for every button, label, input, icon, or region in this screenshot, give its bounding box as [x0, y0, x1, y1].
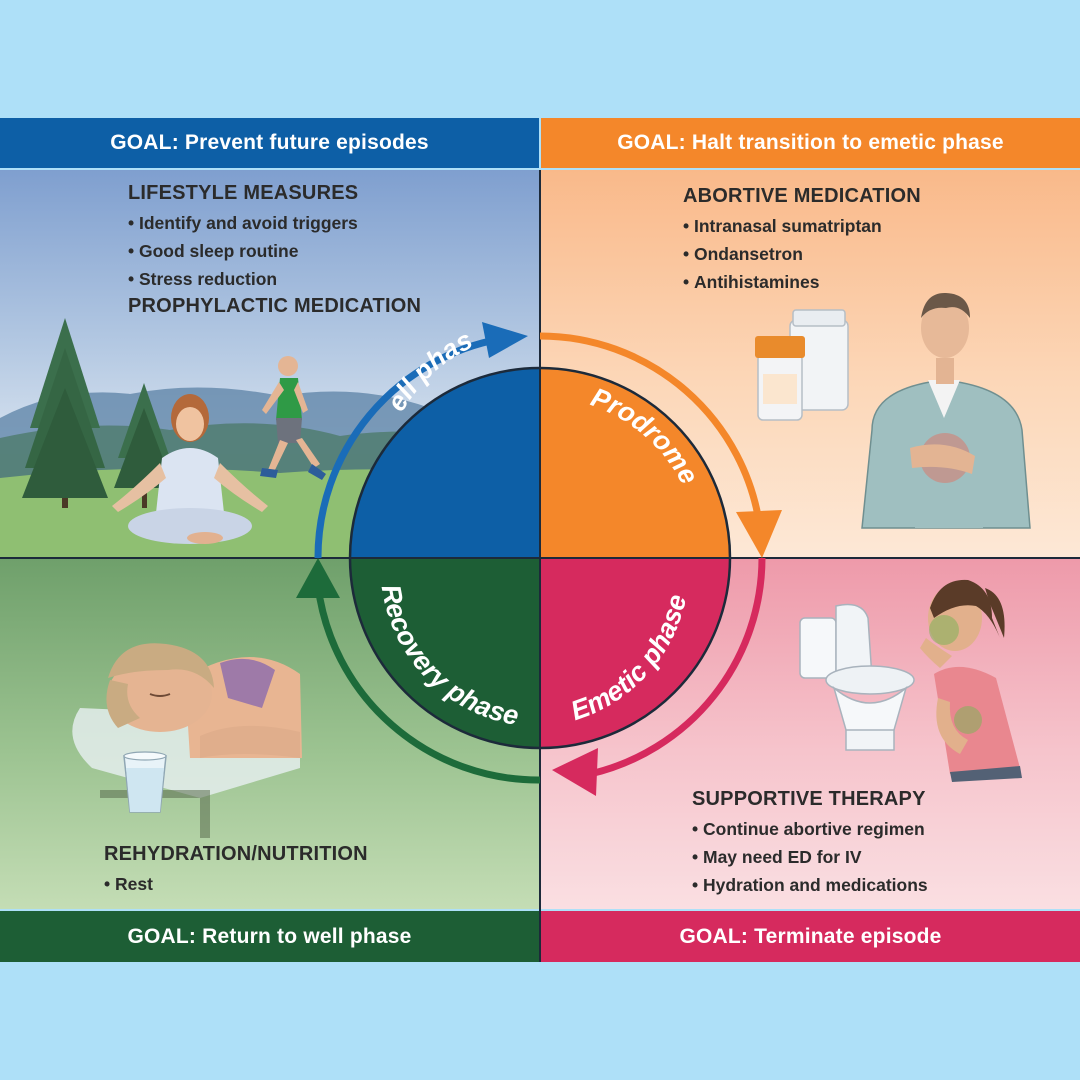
list-item: Stress reduction: [128, 265, 528, 293]
table-edge: [100, 790, 210, 838]
list-item: Antihistamines: [683, 268, 1063, 296]
prodrome-item-list: Intranasal sumatriptan Ondansetron Antih…: [683, 212, 1063, 296]
well-heading-prophylactic: PROPHYLACTIC MEDICATION: [128, 295, 422, 317]
list-item: Hydration and medications: [692, 871, 1072, 899]
list-item: May need ED for IV: [692, 843, 1072, 871]
list-item: Rest: [104, 870, 504, 898]
cycle-arrow-icon: [539, 332, 782, 558]
recovery-item-list: Rest: [104, 870, 504, 898]
vomiting-woman-icon: [920, 579, 1022, 782]
goal-bar-recovery: GOAL: Return to well phase: [0, 911, 539, 962]
cvs-phase-diagram: GOAL: Prevent future episodes GOAL: Halt…: [0, 118, 1080, 962]
list-item: Intranasal sumatriptan: [683, 212, 1063, 240]
walking-person-icon: [260, 356, 326, 480]
pine-tree-icon: [22, 318, 108, 508]
well-phase-label: Well phase: [0, 118, 477, 416]
well-panel-text: LIFESTYLE MEASURES Identify and avoid tr…: [128, 182, 528, 322]
prodrome-wedge: [540, 368, 730, 558]
well-phase-wedge: [350, 368, 540, 558]
phase-cycle: Well phase Prodrome Emetic phase Recover…: [0, 118, 1080, 962]
list-item: Good sleep routine: [128, 237, 528, 265]
goal-emetic-text: GOAL: Terminate episode: [679, 924, 942, 948]
recovery-heading: REHYDRATION/NUTRITION: [104, 843, 368, 865]
prodrome-panel-text: ABORTIVE MEDICATION Intranasal sumatript…: [683, 185, 1063, 296]
list-item: Identify and avoid triggers: [128, 209, 528, 237]
well-item-list: Identify and avoid triggers Good sleep r…: [128, 209, 528, 293]
goal-recovery-text: GOAL: Return to well phase: [127, 924, 412, 948]
meditation-figure-icon: [112, 394, 268, 544]
toilet-icon: [799, 603, 915, 751]
goal-bar-emetic: GOAL: Terminate episode: [541, 911, 1080, 962]
cycle-arrow-icon: [314, 322, 528, 559]
goal-bar-well: GOAL: Prevent future episodes: [0, 118, 539, 168]
cycle-arrow-icon: [552, 557, 766, 796]
recovery-phase-wedge: [350, 558, 540, 748]
goal-well-text: GOAL: Prevent future episodes: [110, 131, 429, 154]
list-item: Ondansetron: [683, 240, 1063, 268]
list-item: Continue abortive regimen: [692, 815, 1072, 843]
cycle-arrow-icon: [296, 558, 541, 784]
goal-prodrome-text: GOAL: Halt transition to emetic phase: [617, 131, 1004, 154]
emetic-heading: SUPPORTIVE THERAPY: [692, 788, 926, 810]
emetic-panel-text: SUPPORTIVE THERAPY Continue abortive reg…: [692, 788, 1072, 899]
emetic-phase-wedge: [540, 558, 730, 748]
emetic-item-list: Continue abortive regimen May need ED fo…: [692, 815, 1072, 899]
pill-bottle-icon: [755, 309, 849, 421]
recovery-panel-text: REHYDRATION/NUTRITION Rest: [104, 843, 504, 898]
water-glass-icon: [123, 751, 167, 813]
nauseous-man-icon: [861, 292, 1031, 529]
prodrome-heading: ABORTIVE MEDICATION: [683, 185, 921, 207]
goal-bar-prodrome: GOAL: Halt transition to emetic phase: [541, 118, 1080, 168]
well-heading-lifestyle: LIFESTYLE MEASURES: [128, 182, 359, 204]
